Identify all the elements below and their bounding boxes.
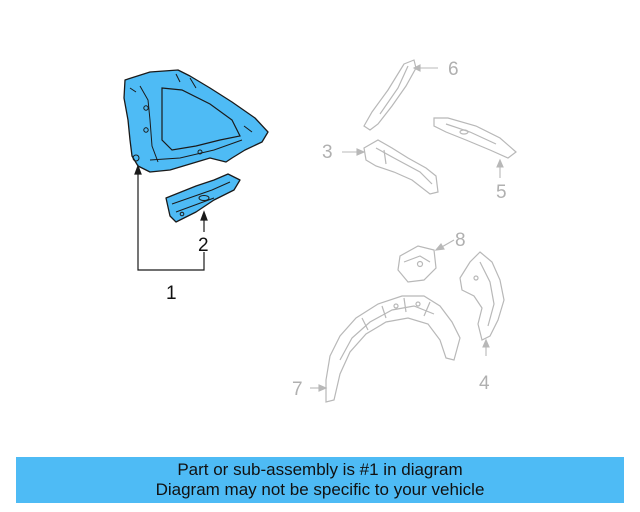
callout-6: 6 (448, 59, 459, 80)
part-2-rail-extension[interactable] (165, 173, 241, 223)
callout-1: 1 (166, 283, 177, 304)
part-4-wheelhouse-panel[interactable] (459, 251, 505, 341)
leader-4 (482, 338, 490, 356)
callout-5: 5 (496, 182, 507, 203)
leader-3 (342, 148, 366, 156)
leader-7 (310, 384, 328, 392)
callout-8: 8 (455, 230, 466, 251)
callout-2: 2 (198, 235, 209, 256)
part-3-bracket[interactable] (363, 139, 439, 195)
part-7-wheelhouse-outer[interactable] (325, 295, 461, 403)
banner-line-1: Part or sub-assembly is #1 in diagram (177, 460, 463, 479)
leader-5 (496, 158, 504, 178)
callout-3: 3 (322, 142, 333, 163)
callout-4: 4 (479, 373, 490, 394)
callout-7: 7 (292, 379, 303, 400)
part-5-reinforcement[interactable] (433, 117, 517, 159)
banner-line-2: Diagram may not be specific to your vehi… (155, 480, 485, 499)
leader-lines-active (134, 164, 208, 271)
info-banner: Part or sub-assembly is #1 in diagram Di… (16, 457, 624, 503)
leader-8 (434, 239, 455, 251)
part-1-quarter-inner-panel[interactable] (123, 69, 269, 173)
part-6-pillar-strip[interactable] (363, 59, 417, 131)
parts-diagram (123, 59, 517, 403)
leader-6 (412, 64, 438, 72)
part-8-small-bracket[interactable] (397, 245, 437, 283)
